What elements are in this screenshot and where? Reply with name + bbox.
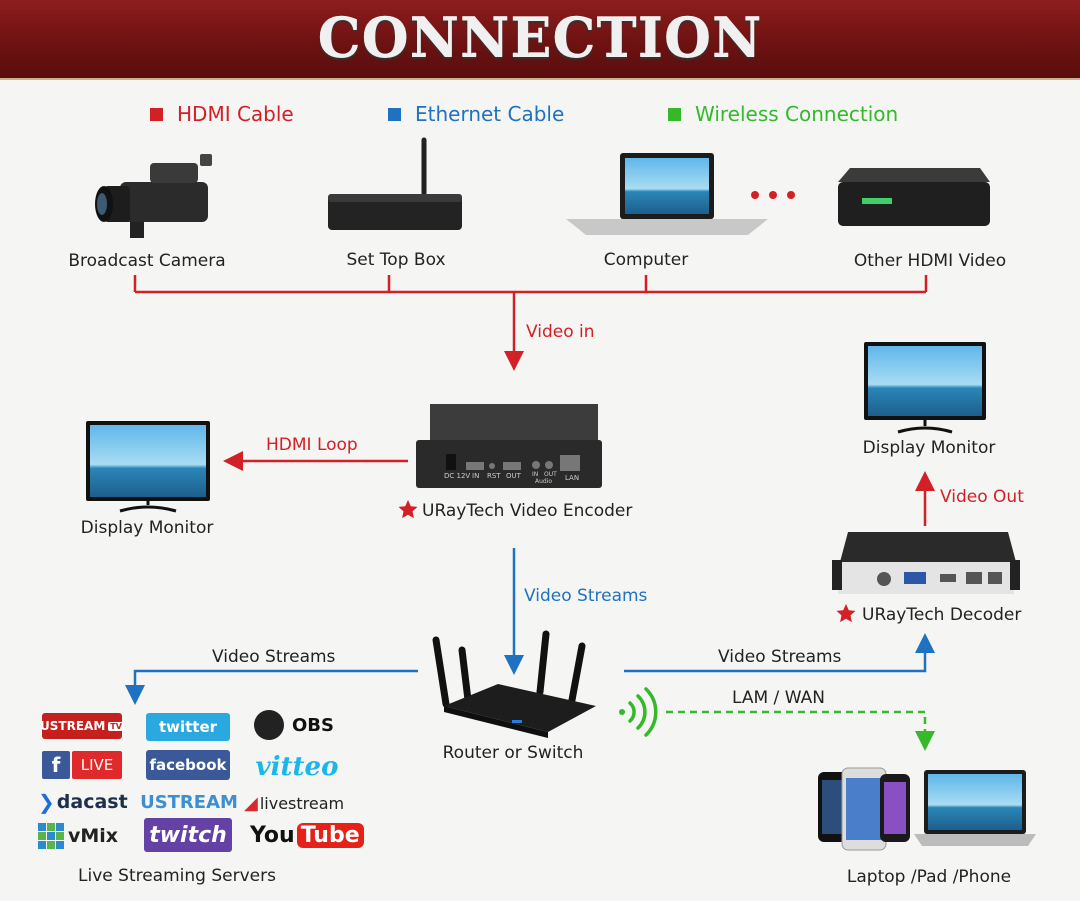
legend-wireless: Wireless Connection [668,100,898,128]
label-streaming-servers: Live Streaming Servers [78,866,276,886]
label-video-streams-down: Video Streams [524,586,648,606]
facebook-logo: facebook [146,750,230,780]
obs-text: OBS [292,714,334,736]
label-video-out: Video Out [940,487,1024,507]
media-player-icon [838,168,990,226]
page-title: CONNECTION [317,6,763,70]
hdmi-source-bus [133,275,928,371]
ustream-tv-logo: USTREAM TV [40,713,124,739]
port-label-audio-in: IN [532,471,539,478]
dacast-text: dacast [56,791,128,813]
label-broadcast-camera: Broadcast Camera [68,251,226,271]
legend-ethernet: Ethernet Cable [388,100,564,128]
laptop-icon [566,153,768,235]
label-computer: Computer [603,250,689,270]
video-streams-left-arrow [125,669,418,705]
wifi-waves-icon [619,687,658,737]
label-video-streams-right: Video Streams [718,647,842,667]
port-label-lan: LAN [565,474,580,482]
vmix-logo: vMix [38,821,128,851]
legend-swatch-red [150,107,163,121]
livestream-text: livestream [259,793,345,813]
dacast-icon: ❯ [38,790,55,814]
facebook-live-logo: f LIVE [42,751,122,779]
vmix-text: vMix [68,825,119,847]
livestream-logo: ◢ livestream [244,790,348,816]
legend-label-ethernet: Ethernet Cable [415,102,565,126]
encoder-device-icon [416,404,602,488]
title-banner: CONNECTION [0,0,1080,80]
label-display-monitor-left: Display Monitor [80,518,214,538]
port-label-dc: DC 12V [444,472,471,480]
legend-label-hdmi: HDMI Cable [177,102,294,126]
right-monitor-icon [864,342,986,434]
encoder-star-icon [398,500,418,519]
client-devices-icon [818,767,1036,851]
label-set-top-box: Set Top Box [346,250,446,270]
label-router: Router or Switch [442,743,584,763]
ustream-logo: USTREAM [140,791,238,813]
port-label-rst: RST [487,472,501,480]
port-label-audio: Audio [535,478,553,485]
set-top-box-icon [328,137,462,230]
label-clients: Laptop /Pad /Phone [846,867,1012,887]
twitter-logo: twitter [146,713,230,741]
wireless-link-arrow [666,710,935,751]
tv-badge: TV [108,721,124,731]
video-streams-right-arrow [624,633,935,673]
label-video-streams-left: Video Streams [212,647,336,667]
vmix-grid-icon [38,823,64,849]
left-monitor-icon [86,421,210,513]
ustream-tv-text: USTREAM [40,719,106,733]
legend-hdmi: HDMI Cable [150,100,294,128]
facebook-live-text: LIVE [72,751,122,779]
label-hdmi-loop: HDMI Loop [266,435,358,455]
label-other-hdmi: Other HDMI Video [853,251,1007,271]
port-label-out: OUT [506,472,521,480]
legend-label-wireless: Wireless Connection [695,102,899,126]
label-encoder: URayTech Video Encoder [422,501,633,521]
label-display-monitor-right: Display Monitor [862,438,996,458]
livestream-icon: ◢ [244,792,258,814]
broadcast-camera-icon [95,154,212,238]
vimeo-logo: vitteo [255,752,339,782]
obs-icon [254,710,284,740]
port-label-in: IN [472,472,480,480]
port-label-audio-out: OUT [544,471,557,478]
decoder-device-icon [832,532,1020,594]
facebook-f-icon: f [42,751,70,779]
label-decoder: URayTech Decoder [862,605,1022,625]
youtube-logo: You Tube [250,818,364,852]
label-video-in: Video in [526,322,595,342]
legend-swatch-green [668,107,681,121]
youtube-tube-text: Tube [296,822,364,848]
dacast-logo: ❯ dacast [38,789,128,815]
decoder-star-icon [836,604,856,623]
obs-logo: OBS [254,708,344,742]
twitch-logo: twitch [144,818,232,852]
label-lan-wan: LAM / WAN [732,688,825,708]
router-icon [432,630,596,738]
legend-swatch-blue [388,107,401,121]
youtube-you-text: You [250,822,295,848]
